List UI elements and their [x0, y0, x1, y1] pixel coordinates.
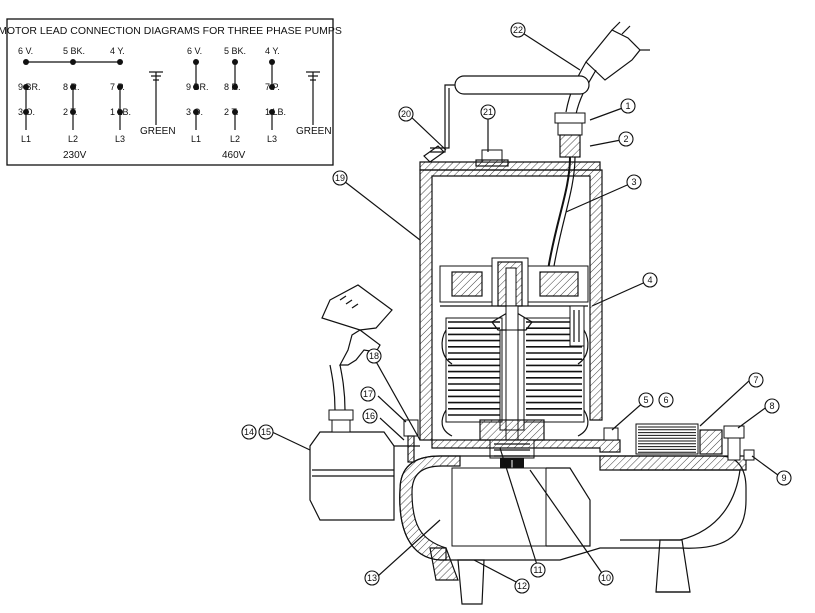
svg-text:14: 14	[244, 427, 254, 437]
callout-17: 17	[360, 386, 376, 402]
wiring-460v: 6 V. 5 BK. 4 Y. 9 BR. 8 R. 7 P. 3 O. 2 T…	[186, 46, 332, 161]
svg-text:12: 12	[517, 581, 527, 591]
svg-text:6: 6	[663, 395, 668, 405]
callout-7: 7	[748, 372, 764, 388]
svg-text:22: 22	[513, 25, 523, 35]
ground-symbol-icon	[149, 71, 163, 125]
callout-12: 12	[514, 578, 530, 594]
housing-top	[419, 161, 601, 171]
w230-node	[117, 59, 123, 65]
w230-node	[70, 59, 76, 65]
w460-top-2: 5 BK.	[224, 46, 246, 56]
w230-line-1: L1	[21, 134, 31, 144]
handle	[423, 75, 590, 163]
svg-text:13: 13	[367, 573, 377, 583]
w230-top-1: 6 V.	[18, 46, 33, 56]
callout-11: 11	[530, 562, 546, 578]
w230-top-3: 4 Y.	[110, 46, 125, 56]
svg-text:10: 10	[601, 573, 611, 583]
w460-line-3: L3	[267, 134, 277, 144]
w230-mid-1: 9 BR.	[18, 82, 41, 92]
svg-text:15: 15	[261, 427, 271, 437]
svg-text:16: 16	[365, 411, 375, 421]
w230-line-2: L2	[68, 134, 78, 144]
w230-node	[23, 59, 29, 65]
callout-22: 22	[510, 22, 526, 38]
svg-text:7: 7	[753, 375, 758, 385]
w230-line-3: L3	[115, 134, 125, 144]
motor-housing	[419, 169, 603, 441]
power-plug-icon	[565, 21, 650, 115]
wiring-diagram-box: MOTOR LEAD CONNECTION DIAGRAMS FOR THREE…	[0, 18, 342, 166]
svg-text:17: 17	[363, 389, 373, 399]
callout-6: 6	[658, 392, 674, 408]
callout-19: 19	[332, 170, 348, 186]
svg-text:11: 11	[533, 565, 542, 575]
wiring-title: MOTOR LEAD CONNECTION DIAGRAMS FOR THREE…	[0, 25, 342, 37]
svg-text:19: 19	[335, 173, 345, 183]
svg-text:3: 3	[631, 177, 636, 187]
svg-text:18: 18	[369, 351, 379, 361]
callout-8: 8	[764, 398, 780, 414]
ground-symbol-icon	[306, 71, 320, 125]
w460-node	[269, 84, 275, 90]
stator	[441, 305, 589, 437]
discharge-threads	[638, 426, 696, 453]
callout-15: 15	[258, 424, 274, 440]
w230-ground: GREEN	[140, 126, 176, 137]
cord-fitting	[554, 112, 586, 158]
svg-text:20: 20	[401, 109, 411, 119]
float-bracket	[394, 419, 420, 463]
vent-plug-base	[475, 159, 509, 167]
internal-cable	[547, 156, 571, 271]
w230-top-2: 5 BK.	[63, 46, 85, 56]
callout-10: 10	[598, 570, 614, 586]
svg-text:5: 5	[643, 395, 648, 405]
svg-text:1: 1	[625, 101, 630, 111]
w460-bot-2: 2 T.	[224, 107, 238, 117]
callout-14: 14	[241, 424, 257, 440]
float-switch	[309, 284, 395, 521]
callout-3: 3	[626, 174, 642, 190]
svg-text:9: 9	[781, 473, 786, 483]
w460-node	[232, 84, 238, 90]
callout-20: 20	[398, 106, 414, 122]
w460-ground: GREEN	[296, 126, 332, 137]
wiring-230v: 6 V. 5 BK. 4 Y. 9 BR. 8 R. 7 P. 3 O. 2 T…	[18, 46, 176, 161]
pump-cross-section	[309, 21, 755, 605]
seal-plate	[431, 439, 621, 453]
w460-line-2: L2	[230, 134, 240, 144]
discharge-flange	[635, 423, 755, 461]
w460-top-1: 6 V.	[187, 46, 202, 56]
svg-text:2: 2	[623, 134, 628, 144]
callouts: 1 2 3 4 5 6 7 8 9 10 11 12 13 14 15 16 1…	[241, 22, 792, 594]
w230-voltage: 230V	[63, 150, 87, 161]
callout-13: 13	[364, 570, 380, 586]
bolt-5	[603, 427, 619, 441]
w460-voltage: 460V	[222, 150, 246, 161]
callout-1: 1	[620, 98, 636, 114]
callout-5: 5	[638, 392, 654, 408]
callout-16: 16	[362, 408, 378, 424]
callout-21: 21	[480, 104, 496, 120]
w460-node	[193, 84, 199, 90]
w460-top-3: 4 Y.	[265, 46, 280, 56]
callout-4: 4	[642, 272, 658, 288]
svg-text:21: 21	[483, 107, 493, 117]
callout-18: 18	[366, 348, 382, 364]
base-legs	[429, 539, 691, 605]
svg-text:8: 8	[769, 401, 774, 411]
callout-2: 2	[618, 131, 634, 147]
w460-line-1: L1	[191, 134, 201, 144]
upper-bearing-assembly	[439, 257, 589, 309]
w460-bot-3: 1 LB.	[265, 107, 286, 117]
callout-9: 9	[776, 470, 792, 486]
svg-text:4: 4	[647, 275, 652, 285]
volute-housing	[399, 455, 747, 561]
